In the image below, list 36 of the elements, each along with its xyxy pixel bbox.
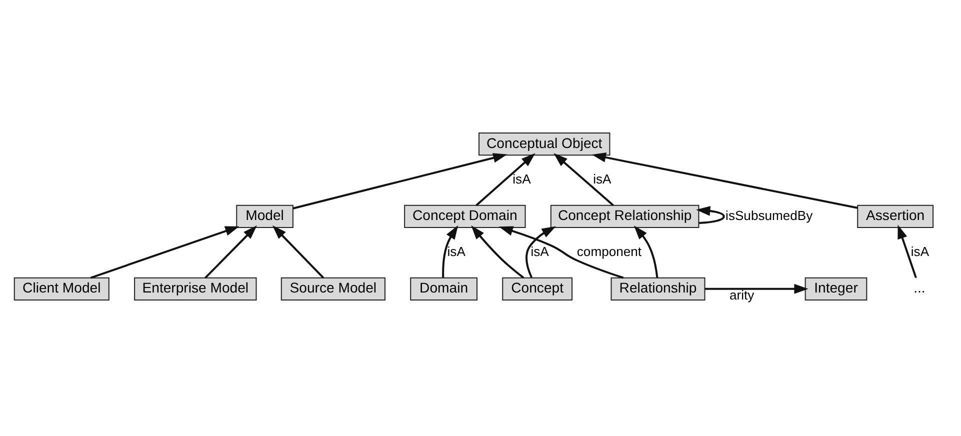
arrow bbox=[90, 226, 240, 279]
arrow bbox=[696, 206, 725, 224]
node-text: ... bbox=[914, 280, 926, 296]
node-box: Relationship bbox=[610, 277, 706, 300]
arrow bbox=[498, 226, 624, 279]
arrow bbox=[476, 153, 536, 206]
node-box: Conceptual Object bbox=[478, 132, 610, 156]
edge-label: isSubsumedBy bbox=[726, 208, 813, 223]
arrow bbox=[526, 226, 556, 278]
edge-label: isA bbox=[593, 172, 612, 187]
edge-label: isA bbox=[910, 244, 930, 260]
arrow bbox=[554, 153, 614, 206]
node-box: Concept bbox=[502, 277, 573, 300]
arrow bbox=[592, 152, 858, 209]
node-box: Assertion bbox=[857, 204, 934, 228]
edge-label: component bbox=[576, 244, 642, 260]
edge-label: isA bbox=[512, 172, 531, 187]
arrow bbox=[292, 153, 508, 210]
arrow bbox=[272, 225, 324, 278]
edge-label: arity bbox=[730, 287, 754, 302]
node-box: Client Model bbox=[14, 277, 110, 300]
arrow bbox=[898, 224, 917, 278]
arrow bbox=[442, 225, 458, 278]
arrow bbox=[704, 284, 808, 294]
node-box: Concept Domain bbox=[404, 204, 526, 228]
arrow bbox=[634, 226, 658, 278]
arrow bbox=[471, 225, 524, 279]
node-box: Integer bbox=[804, 277, 868, 300]
node-box: Enterprise Model bbox=[134, 277, 257, 300]
node-box: Concept Relationship bbox=[550, 204, 700, 228]
arrow bbox=[204, 225, 257, 279]
edge-label: isA bbox=[530, 244, 549, 260]
node-box: Domain bbox=[410, 277, 478, 300]
node-box: Source Model bbox=[280, 277, 386, 300]
edge-label: isA bbox=[447, 244, 466, 260]
node-box: Model bbox=[236, 204, 294, 228]
